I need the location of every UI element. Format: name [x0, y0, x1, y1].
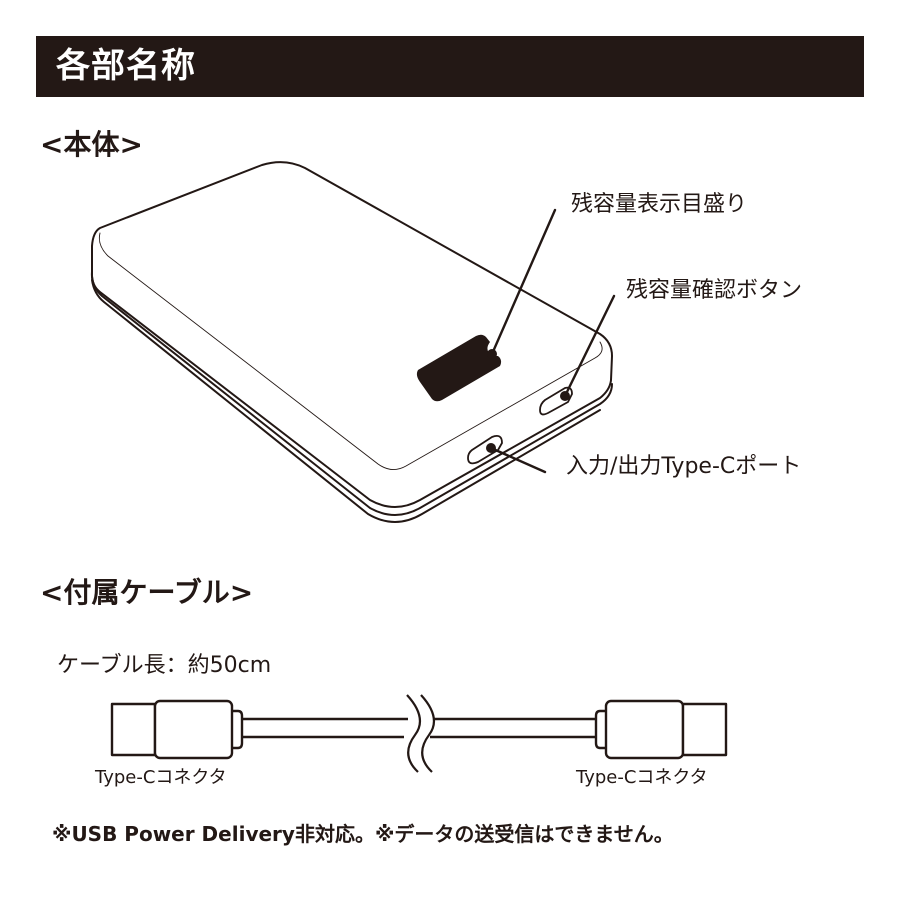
left-connector-body: [153, 699, 234, 760]
section-title-body: <本体>: [40, 128, 143, 161]
cable-break: [406, 694, 422, 773]
callout-check-button: 残容量確認ボタン: [626, 278, 803, 303]
left-connector-plug: [110, 702, 157, 757]
callout-battery-level-display: 残容量表示目盛り: [571, 192, 748, 217]
left-connector-label: Type-Cコネクタ: [95, 767, 227, 788]
type-c-port: [467, 434, 503, 465]
page-title: 各部名称: [56, 46, 196, 86]
right-connector-body: [604, 699, 685, 760]
section-title-cable: <付属ケーブル>: [40, 576, 254, 609]
cable-length-label: ケーブル長：約50cm: [57, 653, 272, 678]
callout-type-c-port: 入力/出力Type-Cポート: [566, 454, 802, 479]
power-bank-illustration: [90, 161, 616, 523]
battery-level-display: [416, 334, 502, 402]
right-connector-plug: [681, 702, 728, 757]
header-bar: 各部名称: [36, 36, 864, 97]
notes-text: ※USB Power Delivery非対応。※データの送受信はできません。: [52, 822, 674, 846]
cable-illustration: [110, 694, 728, 773]
right-connector-label: Type-Cコネクタ: [576, 767, 708, 788]
